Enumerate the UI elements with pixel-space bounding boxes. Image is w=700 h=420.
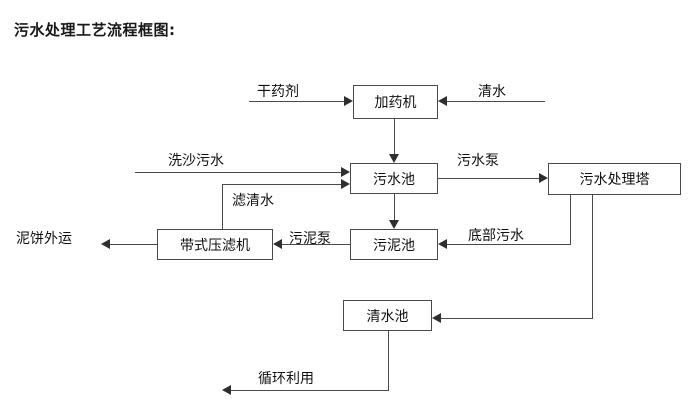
edge-label-filtered-clear-water: 滤清水 (232, 193, 274, 209)
edge-filtered-water-line (222, 184, 341, 185)
edge-label-bottom-wastewater: 底部污水 (468, 228, 524, 244)
edge-recycling-line (231, 390, 389, 391)
edge-tower-to-clean-water-riser (592, 195, 593, 319)
edge-bottom-wastewater-line (447, 244, 571, 245)
edge-label-mud-cake-transport: 泥饼外运 (16, 231, 72, 247)
edge-dry-agent-arrowhead (344, 96, 353, 106)
edge-wastewater-pump-line (438, 178, 539, 179)
node-dosing-machine[interactable]: 加药机 (353, 85, 438, 119)
edge-recycling-arrowhead (222, 385, 231, 395)
edge-label-sludge-pump: 污泥泵 (289, 231, 331, 247)
edge-clean-water-arrowhead (438, 96, 447, 106)
node-wastewater-pool[interactable]: 污水池 (350, 163, 438, 194)
edge-sand-wash-line (135, 172, 341, 173)
node-clean-water-pool[interactable]: 清水池 (343, 300, 432, 331)
edge-wastewater-pump-arrowhead (539, 173, 548, 183)
edge-recycling-drop (388, 331, 389, 390)
edge-label-recycling-reuse: 循环利用 (258, 371, 314, 387)
node-sludge-pool[interactable]: 污泥池 (350, 229, 438, 260)
edge-dosing-to-pool-line (394, 119, 395, 154)
edge-dry-agent-line (249, 101, 344, 102)
edge-sand-wash-arrowhead (341, 167, 350, 177)
edge-mud-cake-line (110, 244, 158, 245)
edge-tower-to-clean-water-arrowhead (432, 313, 441, 323)
edge-label-wastewater-pump: 污水泵 (457, 153, 499, 169)
edge-mud-cake-arrowhead (101, 239, 110, 249)
edge-dosing-to-pool-arrowhead (389, 154, 399, 163)
edge-filtered-water-arrowhead (341, 179, 350, 189)
edge-pool-to-sludge-line (394, 194, 395, 220)
edge-bottom-wastewater-arrowhead (438, 239, 447, 249)
edge-pool-to-sludge-arrowhead (389, 220, 399, 229)
edge-clean-water-line (447, 101, 545, 102)
page-title: 污水处理工艺流程框图: (14, 21, 176, 39)
edge-bottom-wastewater-riser (570, 195, 571, 244)
edge-label-dry-agent: 干药剂 (257, 84, 299, 100)
edge-label-clean-water-input: 清水 (478, 84, 506, 100)
edge-filtered-water-riser (222, 184, 223, 230)
edge-sludge-pump-arrowhead (273, 239, 282, 249)
node-belt-filter-press[interactable]: 带式压滤机 (157, 229, 273, 260)
edge-tower-to-clean-water-line (441, 318, 593, 319)
edge-label-sand-wash-wastewater: 洗沙污水 (168, 153, 224, 169)
node-treatment-tower[interactable]: 污水处理塔 (548, 163, 681, 195)
edge-sludge-pump-line (282, 244, 351, 245)
